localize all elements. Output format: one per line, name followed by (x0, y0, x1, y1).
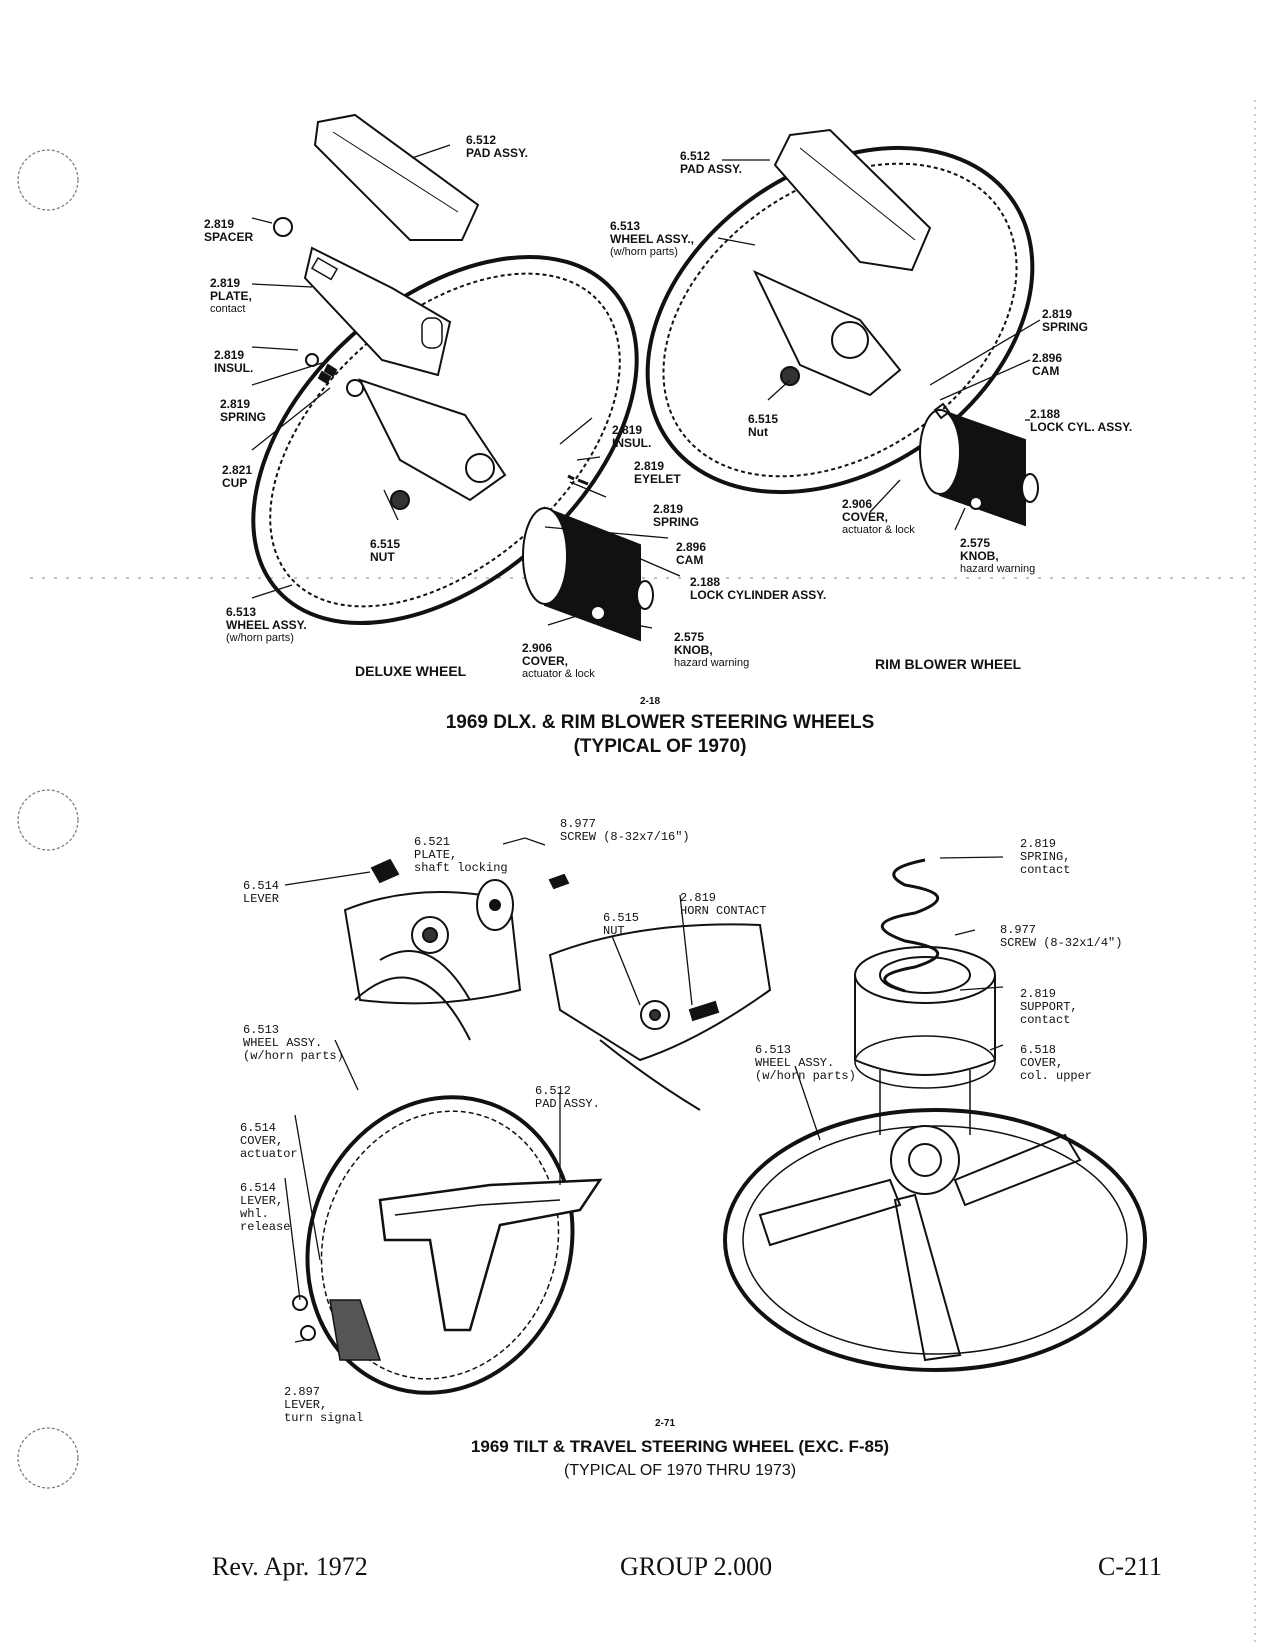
tilt-column-detail-drawing (343, 858, 570, 1041)
bottom-figure-title-line1: 1969 TILT & TRAVEL STEERING WHEEL (EXC. … (470, 1437, 890, 1456)
tilt-column-upper-drawing (723, 858, 1147, 1372)
punch-hole-middle (17, 789, 79, 851)
tilt-wheel-rim (305, 1095, 575, 1395)
label-tilt-screw1: 8.977 SCREW (8-32x7/16") (560, 817, 690, 844)
label-tilt-wheel-left: 6.513 WHEEL ASSY. (w/horn parts) (243, 1023, 344, 1063)
spoke-1 (758, 1178, 902, 1247)
spoke-2 (953, 1133, 1082, 1207)
tilt-lever (370, 858, 400, 884)
deluxe-contact-plate (303, 246, 452, 377)
label-tilt-lever-release: 6.514 LEVER, whl. release (240, 1181, 291, 1234)
label-tilt-wheel-right: 6.513 WHEEL ASSY. (w/horn parts) (755, 1043, 856, 1083)
rim-blower-wheel-caption: RIM BLOWER WHEEL (875, 656, 1022, 672)
deluxe-hub (358, 378, 507, 502)
spoke-3 (893, 1193, 962, 1362)
label-tilt-lever: 6.514 LEVER (243, 879, 280, 906)
label-tilt-nut: 6.515 NUT (603, 911, 640, 938)
deluxe-wheel-caption: DELUXE WHEEL (355, 663, 467, 679)
upper-column-cover (854, 975, 996, 1076)
label-tilt-screw2: 8.977 SCREW (8-32x1/4") (1000, 923, 1123, 950)
label-tilt-horn-contact: 2.819 HORN CONTACT (680, 891, 767, 918)
punch-hole-top (17, 149, 79, 211)
tilt-wheel-pad (378, 1178, 603, 1332)
rim-blower-wheel-drawing (645, 128, 1039, 527)
label-tilt-spring-contact: 2.819 SPRING, contact (1020, 837, 1071, 877)
label-tilt-lever-turn-signal: 2.897 LEVER, turn signal (284, 1385, 364, 1425)
label-tilt-pad: 6.512 PAD ASSY. (535, 1084, 600, 1111)
label-tilt-cover-upper: 6.518 COVER, col. upper (1020, 1043, 1093, 1083)
tilt-rim-blower-rim (723, 1108, 1147, 1372)
top-figure-number: 2-18 (640, 696, 661, 707)
label-tilt-plate: 6.521 PLATE, shaft locking (414, 835, 508, 875)
tilt-wheel-drawing (292, 1095, 603, 1395)
contact-spring (881, 858, 939, 993)
punch-hole-bottom (17, 1427, 79, 1489)
top-figure-title-line1: 1969 DLX. & RIM BLOWER STEERING WHEELS (445, 712, 875, 733)
footer-group: GROUP 2.000 (620, 1552, 773, 1581)
top-figure-title-line2: (TYPICAL OF 1970) (573, 736, 747, 757)
rim-blower-pad (773, 128, 932, 272)
label-tilt-cover-actuator: 6.514 COVER, actuator (240, 1121, 298, 1161)
label-tilt-support-contact: 2.819 SUPPORT, contact (1020, 987, 1078, 1027)
deluxe-wheel-drawing (251, 113, 654, 642)
bottom-figure-number: 2-71 (655, 1418, 676, 1429)
deluxe-pad (313, 113, 480, 241)
footer-page-number: C-211 (1098, 1552, 1163, 1581)
leader-lines (251, 144, 1041, 1343)
footer-revision: Rev. Apr. 1972 (212, 1552, 368, 1581)
bottom-figure-title-line2: (TYPICAL OF 1970 THRU 1973) (563, 1462, 797, 1479)
punch-holes (17, 149, 79, 1489)
horn-contact-detail-drawing (548, 923, 772, 1111)
